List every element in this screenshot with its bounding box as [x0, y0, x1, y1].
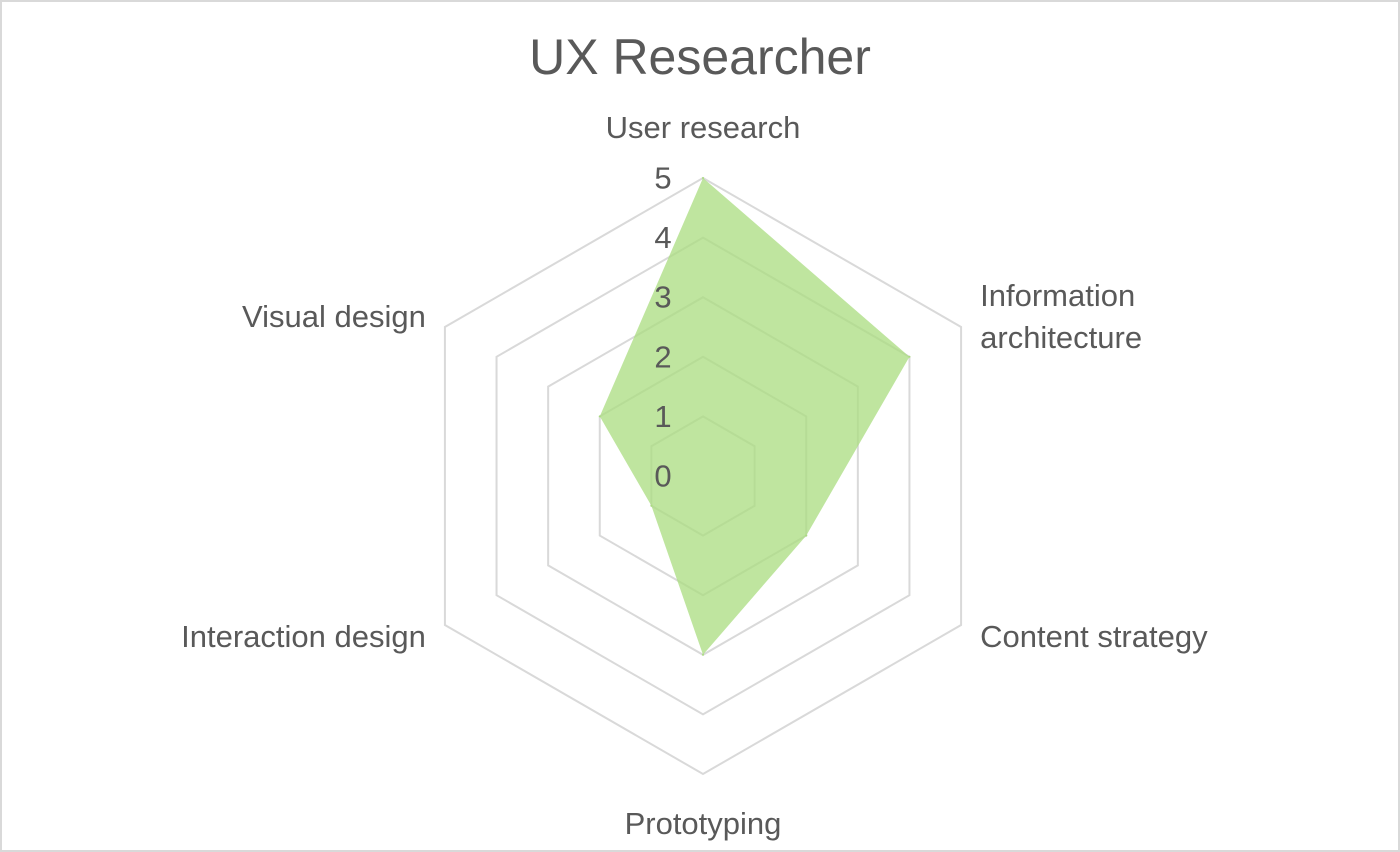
category-label-content-strategy: Content strategy: [980, 619, 1208, 654]
category-label-interaction-design: Interaction design: [181, 619, 426, 654]
grid-ring-5: [443, 176, 963, 776]
category-label-user-research: User research: [606, 110, 801, 145]
category-label-prototyping: Prototyping: [625, 806, 782, 841]
data-point-content-strategy: [805, 534, 808, 537]
tick-label-4: 4: [654, 220, 671, 255]
data-point-information-architecture: [908, 355, 911, 358]
data-point-user-research: [702, 177, 704, 179]
tick-label-1: 1: [654, 399, 671, 434]
tick-label-2: 2: [654, 339, 671, 374]
series-area-0: [599, 178, 910, 655]
data-point-visual-design: [598, 415, 601, 418]
chart-title: UX Researcher: [529, 29, 871, 85]
data-point-prototyping: [702, 653, 704, 656]
tick-label-0: 0: [654, 459, 671, 494]
tick-label-5: 5: [654, 161, 671, 196]
tick-layer: 0 1 2 3 4 5: [654, 161, 671, 494]
data-point-interaction-design: [650, 504, 653, 507]
tick-label-3: 3: [654, 280, 671, 315]
category-label-visual-design: Visual design: [242, 299, 426, 334]
series-layer: [598, 177, 911, 656]
